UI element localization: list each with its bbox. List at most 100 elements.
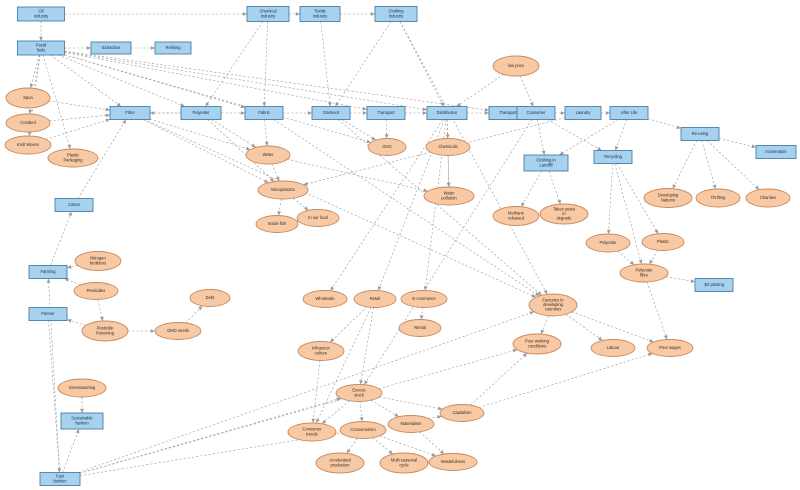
edge-arrowhead [150, 46, 155, 50]
node-consumer[interactable]: Consumer [516, 106, 556, 120]
node-inside-fish[interactable]: Inside fish [255, 215, 299, 233]
edge-arrowhead [377, 285, 382, 291]
node-re-using[interactable]: Re-using [680, 127, 720, 141]
node-poor-wages[interactable]: Poor wages [646, 339, 694, 357]
edge-arrowhead [638, 259, 643, 265]
node-spun[interactable]: Spun [5, 87, 51, 109]
edge-arrowhead [394, 412, 399, 417]
edge-arrowhead [122, 119, 127, 125]
node-shape-ellipse [57, 378, 107, 398]
edge-fossil-fuels-to-transport [64, 52, 368, 111]
edge-arrowhead [649, 259, 654, 265]
edge-arrowhead [251, 143, 256, 148]
edge-arrowhead [440, 101, 444, 107]
node-garment[interactable]: Garment [311, 106, 351, 120]
node-transport[interactable]: Transport [366, 106, 406, 120]
edge-arrowhead [690, 279, 695, 283]
node-wholesale[interactable]: Wholesale [302, 290, 348, 308]
edge-transport-to-distribution [405, 111, 427, 115]
edge-arrowhead [439, 449, 445, 455]
edge-consumerism-to-wastefulness [379, 435, 437, 457]
node-shape-ellipse [245, 145, 291, 165]
node-e-commerce[interactable]: E-commerce [400, 290, 448, 308]
node-ghg[interactable]: GHG [367, 138, 407, 156]
edge-arrowhead [46, 278, 51, 283]
node-incineration[interactable]: Incineration [755, 145, 797, 159]
node-combed[interactable]: Combed [5, 113, 51, 133]
edge-fossil-fuels-to-fabric [64, 54, 246, 109]
node-shape-ellipse [302, 290, 348, 308]
edge-oil-industry-to-chemical-industry [64, 12, 247, 16]
node-in-our-food[interactable]: In our food [296, 209, 340, 227]
node-shape-ellipse [400, 290, 448, 308]
node-pesticides[interactable]: Pesticides [73, 282, 119, 300]
edge-arrowhead [330, 286, 335, 291]
node-wastefulness[interactable]: Wastefulness [428, 453, 478, 471]
node-chemicals[interactable]: Chemicals [425, 138, 471, 156]
node-low-price[interactable]: low price [492, 55, 540, 77]
node-cotton[interactable]: Cotton [54, 198, 94, 212]
node-debt[interactable]: Debt [189, 289, 231, 307]
node-plastic[interactable]: Plastic [641, 233, 685, 251]
edge-arrowhead [362, 111, 367, 115]
node-consumerism[interactable]: Consumerism [339, 421, 387, 439]
node-recycling[interactable]: Recycling [593, 150, 633, 164]
node-labour[interactable]: Labour [590, 339, 636, 357]
node-laundry[interactable]: Laundry [564, 106, 602, 120]
node-farming[interactable]: Farming [28, 265, 68, 279]
node-fabric[interactable]: Fabric [244, 106, 284, 120]
node-3d-printing[interactable]: 3D printing [694, 278, 734, 292]
node-after-life[interactable]: After Life [609, 106, 649, 120]
edge-garment-to-transport [350, 111, 367, 115]
node-fibre[interactable]: Fibre [109, 106, 151, 120]
node-charities[interactable]: Charities [745, 188, 791, 208]
node-shape-rect [244, 106, 284, 120]
node-gmo-seeds[interactable]: GMO seeds [154, 322, 202, 340]
edge-fossil-fuels-to-combed [28, 54, 41, 115]
edge-arrowhead [521, 202, 525, 207]
node-polyester[interactable]: Polyester [180, 106, 222, 120]
node-thrifting[interactable]: Thrifting [695, 188, 741, 208]
edge-arrowhead [422, 107, 427, 112]
node-water[interactable]: Water [245, 145, 291, 165]
edge-arrowhead [240, 104, 245, 109]
node-knit-woven[interactable]: Knit/ Woven [4, 135, 52, 155]
node-farmer[interactable]: Farmer [28, 307, 68, 321]
node-greenwashing[interactable]: Greenwashing [57, 378, 107, 398]
node-retail[interactable]: Retail [353, 290, 397, 308]
node-distribution[interactable]: Distribution [426, 106, 468, 120]
node-shape-ellipse [315, 452, 365, 474]
node-capitalism[interactable]: Capitalism [439, 404, 485, 422]
node-refining[interactable]: Refining [154, 41, 192, 55]
node-microplastics[interactable]: Microplastics [257, 180, 309, 200]
node-shape-rect [17, 40, 65, 56]
node-materialism[interactable]: Materialism [387, 415, 435, 433]
edge-textile-industry-to-clothing-industry [340, 12, 375, 16]
node-polyester[interactable]: Polyester [585, 233, 631, 253]
node-extraction[interactable]: Extraction [90, 41, 132, 55]
node-rental[interactable]: Rental [398, 319, 442, 337]
